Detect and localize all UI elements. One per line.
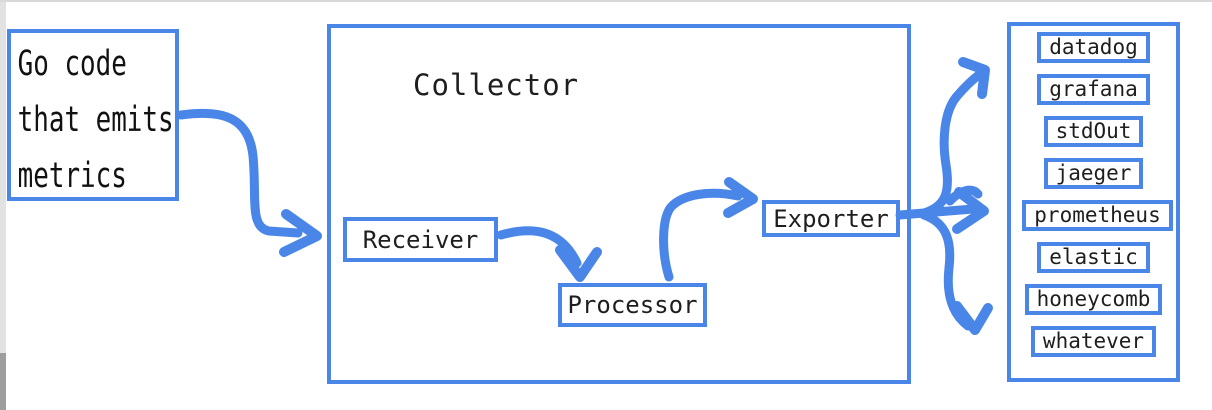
source-line-3: metrics — [17, 156, 127, 196]
source-line-1: Go code — [17, 44, 127, 84]
destination-elastic: elastic — [1037, 242, 1150, 273]
receiver-box: Receiver — [343, 217, 498, 262]
arrow-exporter-to-middle-destinations — [919, 185, 989, 234]
processor-box: Processor — [558, 283, 707, 327]
go-code-source-text: Go code that emits metrics — [11, 33, 174, 204]
destination-honeycomb: honeycomb — [1024, 284, 1163, 315]
destination-whatever: whatever — [1030, 326, 1157, 357]
receiver-label: Receiver — [362, 225, 479, 254]
go-code-source-box: Go code that emits metrics — [7, 29, 179, 201]
destinations-box: datadog grafana stdOut jaeger prometheus… — [1007, 22, 1180, 382]
exporter-label: Exporter — [773, 204, 889, 233]
collector-title: Collector — [413, 68, 580, 102]
arrow-exporter-to-top-destinations — [919, 57, 990, 218]
destination-prometheus: prometheus — [1022, 200, 1173, 231]
arrow-exporter-to-bottom-destinations — [919, 210, 993, 335]
processor-label: Processor — [567, 291, 698, 319]
destination-stdout: stdOut — [1043, 116, 1144, 147]
left-scrollbar-track — [0, 2, 6, 410]
exporter-box: Exporter — [762, 200, 900, 237]
left-scrollbar-thumb[interactable] — [0, 353, 6, 410]
destination-jaeger: jaeger — [1043, 158, 1144, 189]
destination-grafana: grafana — [1037, 74, 1150, 105]
arrow-source-to-collector — [176, 108, 322, 257]
window-top-border — [0, 0, 1212, 2]
source-line-2: that emits — [17, 100, 174, 140]
destination-datadog: datadog — [1037, 32, 1150, 63]
